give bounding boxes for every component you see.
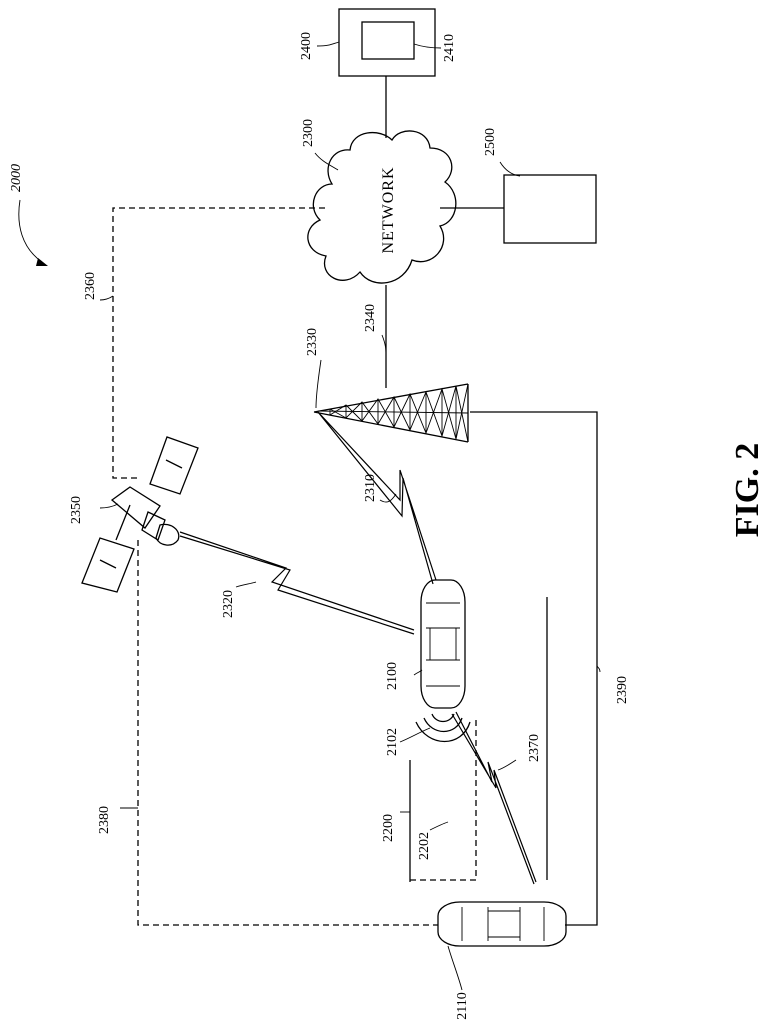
ref-2500: 2500 (483, 128, 498, 156)
server-box (504, 175, 596, 243)
ref-2350: 2350 (69, 496, 84, 524)
figure-title: FIG. 2 (729, 443, 766, 537)
ref-2300: 2300 (301, 119, 316, 147)
ref-2310: 2310 (363, 474, 378, 502)
ref-2410: 2410 (442, 34, 457, 62)
ref-2360: 2360 (83, 272, 98, 300)
ref-2110: 2110 (455, 992, 470, 1019)
wired-link-tower-remote-vehicle (470, 412, 597, 925)
ref-2400: 2400 (299, 32, 314, 60)
satellite-icon (82, 437, 198, 592)
ref-2000: 2000 (9, 164, 24, 192)
wireless-link-satellite-host (180, 532, 414, 634)
ref-2102: 2102 (385, 728, 400, 756)
host-vehicle (421, 580, 465, 708)
ref-2390: 2390 (615, 676, 630, 704)
ref-2340: 2340 (363, 304, 378, 332)
ref-2330: 2330 (305, 328, 320, 356)
leader-lines (100, 42, 600, 990)
ref-2320: 2320 (221, 590, 236, 618)
ref-2200: 2200 (381, 814, 396, 842)
wireless-link-v2v (452, 712, 536, 884)
system-reference-arrow (19, 200, 48, 266)
sensor-signal-waves (416, 714, 470, 742)
ref-2370: 2370 (527, 734, 542, 762)
network-cloud: NETWORK (308, 131, 456, 283)
ref-2202: 2202 (417, 832, 432, 860)
ref-2380: 2380 (97, 806, 112, 834)
network-label: NETWORK (380, 167, 397, 254)
ref-2100: 2100 (385, 662, 400, 690)
access-point-device (339, 9, 435, 76)
remote-vehicle (438, 902, 566, 946)
dashed-link-satellite-network (113, 208, 325, 478)
